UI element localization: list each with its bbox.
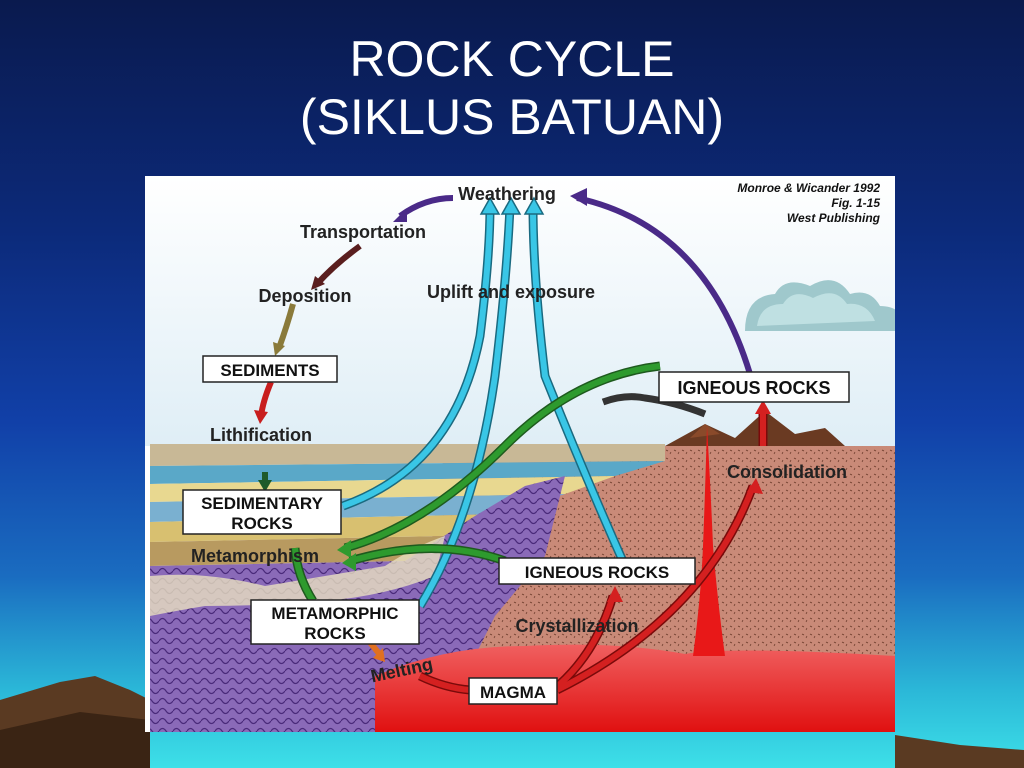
title-line-1: ROCK CYCLE (349, 31, 675, 87)
label-transportation: Transportation (300, 222, 426, 242)
rock-cycle-figure: Weathering Transportation Deposition Upl… (145, 176, 895, 732)
label-weathering: Weathering (458, 184, 556, 204)
volcanic-smoke (601, 393, 707, 418)
cloud (745, 280, 895, 331)
box-sediments-label: SEDIMENTS (220, 361, 319, 380)
slide-title: ROCK CYCLE (SIKLUS BATUAN) (0, 30, 1024, 146)
metamorphic-band (150, 536, 445, 616)
volcano (665, 411, 845, 446)
arrowhead (258, 480, 272, 492)
credit-line-1: Monroe & Wicander 1992 (737, 181, 880, 195)
credit-line-2: Fig. 1-15 (831, 196, 880, 210)
magma-arrowheads (607, 400, 771, 602)
label-crystallization: Crystallization (515, 616, 638, 636)
box-sediments: SEDIMENTS (202, 355, 338, 383)
arrowhead (311, 276, 325, 290)
box-igneous-top-label: IGNEOUS ROCKS (677, 378, 830, 398)
arrowhead (254, 410, 268, 424)
magma-chamber (375, 644, 895, 732)
box-metamorphic-label-2: ROCKS (304, 624, 365, 643)
box-sedimentary-label-2: ROCKS (231, 514, 292, 533)
box-magma: MAGMA (468, 677, 558, 705)
label-consolidation: Consolidation (727, 462, 847, 482)
magma-arrows (418, 408, 766, 693)
label-metamorphism: Metamorphism (191, 546, 319, 566)
metamorphism-arrows (292, 363, 661, 603)
box-igneous-rocks-top: IGNEOUS ROCKS (658, 371, 850, 403)
credit-line-3: West Publishing (787, 211, 881, 225)
box-igneous-rocks-mid: IGNEOUS ROCKS (498, 557, 696, 585)
arrowhead (393, 208, 407, 222)
box-magma-label: MAGMA (480, 683, 546, 702)
box-sedimentary-label-1: SEDIMENTARY (201, 494, 324, 513)
metamorphism-arrowheads (337, 540, 356, 571)
box-igneous-mid-label: IGNEOUS ROCKS (525, 563, 670, 582)
arrowhead (373, 648, 385, 662)
box-sedimentary-rocks: SEDIMENTARY ROCKS (182, 489, 342, 535)
rock-cycle-diagram: Weathering Transportation Deposition Upl… (145, 176, 895, 732)
label-uplift: Uplift and exposure (427, 282, 595, 302)
box-metamorphic-label-1: METAMORPHIC (271, 604, 398, 623)
title-line-2: (SIKLUS BATUAN) (299, 89, 725, 145)
label-deposition: Deposition (259, 286, 352, 306)
box-metamorphic-rocks: METAMORPHIC ROCKS (250, 599, 420, 645)
arrow-deposition-to-sediments (276, 303, 296, 350)
uplift-arrowheads (479, 196, 545, 215)
label-lithification: Lithification (210, 425, 312, 445)
arrowhead (570, 188, 587, 206)
magma-conduit (693, 426, 725, 656)
arrowhead (273, 342, 285, 356)
arrow-igneous-to-weathering (576, 195, 753, 375)
